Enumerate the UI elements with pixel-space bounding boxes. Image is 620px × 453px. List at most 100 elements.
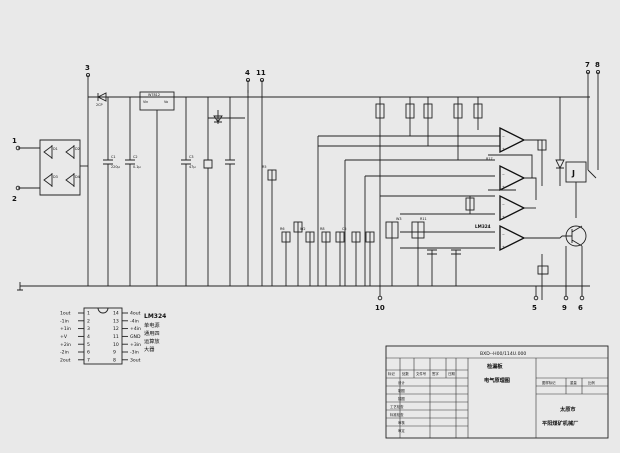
svg-text:+: + — [502, 185, 505, 189]
svg-text:R17: R17 — [486, 157, 493, 161]
opamp-label: LM324 — [475, 224, 491, 229]
header-sign: 签字 — [432, 371, 439, 376]
svg-text:C3: C3 — [189, 155, 194, 159]
ic-left-pin-label: +2in — [60, 342, 71, 348]
ic-left-pin-number: 5 — [87, 342, 90, 348]
terminal-9-label: 9 — [562, 304, 567, 312]
ic-right-pin-label: -4in — [130, 318, 139, 324]
svg-text:W3: W3 — [396, 217, 402, 221]
title-line-1: 检漏板 — [487, 362, 503, 370]
role-trace: 描图 — [398, 396, 405, 401]
svg-text:D2: D2 — [75, 147, 80, 151]
header-date: 日期 — [448, 371, 455, 376]
svg-text:C5: C5 — [342, 227, 347, 231]
header-scale: 比例 — [588, 380, 595, 385]
ic-right-pin-label: -3in — [130, 350, 139, 356]
svg-text:47μ: 47μ — [189, 165, 196, 169]
company-line-2: 平阳煤矿机械厂 — [542, 419, 578, 427]
role-review: 审核 — [398, 420, 405, 425]
ic-right-pin-number: 8 — [113, 357, 116, 363]
relay: J — [565, 161, 597, 218]
drawing-number: BXD--H00/114U.000 — [480, 351, 526, 357]
ic-right-pin-number: 14 — [113, 311, 119, 317]
svg-text:D3: D3 — [53, 175, 58, 179]
ic-desc-line-3: 运算放 — [144, 337, 160, 345]
bridge-rectifier: D1 D2 D3 D4 — [39, 139, 88, 196]
ic-right-pin-label: +4in — [130, 326, 141, 332]
svg-text:0.1μ: 0.1μ — [133, 165, 141, 169]
ic-name: LM324 — [144, 313, 166, 320]
header-mark: 标记 — [388, 371, 395, 376]
ic-left-pin-label: -2in — [60, 350, 69, 356]
terminal-4-label: 4 — [245, 69, 250, 77]
svg-text:C1: C1 — [111, 155, 116, 159]
svg-text:D1: D1 — [53, 147, 58, 151]
ic-right-pin-number: 12 — [113, 326, 119, 332]
ic-left-pin-number: 7 — [87, 357, 90, 363]
header-weight: 重量 — [570, 380, 577, 385]
terminal-3-label: 3 — [85, 64, 90, 72]
svg-text:2CP: 2CP — [96, 103, 103, 107]
svg-text:W2: W2 — [300, 227, 306, 231]
resistor-network: R5 R6 W2 R8 C5 W3 R11 — [262, 165, 461, 286]
svg-text:Vo: Vo — [164, 100, 168, 104]
output-transistor — [559, 225, 587, 296]
header-count: 处数 — [402, 371, 409, 376]
ic-desc-line-1: 单电源 — [144, 321, 160, 329]
ic-right-pin-number: 10 — [113, 342, 119, 348]
ic-left-pin-label: +1in — [60, 326, 71, 332]
terminal-5-label: 5 — [532, 304, 537, 312]
svg-text:+: + — [502, 245, 505, 249]
ic-left-pin-number: 2 — [87, 318, 90, 324]
svg-text:R6: R6 — [280, 227, 285, 231]
ic-left-pin-number: 4 — [87, 334, 90, 340]
role-process: 工艺检查 — [390, 404, 404, 409]
role-standard: 标准检查 — [390, 412, 404, 417]
ic-left-pin-number: 6 — [87, 350, 90, 356]
terminal-2-label: 2 — [12, 195, 17, 203]
ic-left-pin-number: 3 — [87, 326, 90, 332]
voltage-regulator: W7812 Vin Vo — [139, 91, 175, 286]
terminal-11-label: 11 — [256, 69, 266, 77]
svg-text:C2: C2 — [133, 155, 138, 159]
ic-desc-line-2: 通用四 — [144, 329, 160, 337]
ic-left-pin-label: +V — [60, 334, 68, 340]
header-doc: 文件号 — [416, 371, 427, 376]
svg-text:D4: D4 — [75, 175, 80, 179]
ic-right-pin-number: 9 — [113, 350, 116, 356]
role-approve: 审定 — [398, 428, 405, 433]
role-draw: 制图 — [398, 388, 405, 393]
title-line-2: 电气原理图 — [484, 376, 510, 384]
svg-text:R5: R5 — [262, 165, 267, 169]
svg-text:Vin: Vin — [143, 100, 148, 104]
svg-text:+: + — [502, 147, 505, 151]
ic-right-pin-label: 3out — [130, 357, 141, 363]
svg-text:R11: R11 — [420, 217, 427, 221]
ic-left-pin-number: 1 — [87, 311, 90, 317]
ic-left-pin-label: 1out — [60, 311, 71, 317]
title-block: BXD--H00/114U.000 检漏板 电气原理图 标记 处数 文件号 签字… — [385, 345, 609, 439]
main-circuit: D1 D2 D3 D4 2CP W7812 Vin Vo C1 220μ C2 0.… — [12, 61, 601, 312]
header-pattern-mark: 图样标记 — [542, 380, 556, 385]
ic-right-pin-label: +3in — [130, 342, 141, 348]
ic-right-pin-label: 4out — [130, 311, 141, 317]
ic-right-pin-number: 11 — [113, 334, 119, 340]
terminal-1-label: 1 — [12, 137, 17, 145]
svg-text:220μ: 220μ — [111, 165, 120, 169]
ic-right-pin-number: 13 — [113, 318, 119, 324]
company-line-1: 太原市 — [560, 405, 576, 413]
svg-text:−: − — [502, 233, 505, 237]
ic-left-pin-label: 2out — [60, 357, 71, 363]
terminal-10-label: 10 — [375, 304, 385, 312]
svg-text:R8: R8 — [320, 227, 325, 231]
relay-label: J — [571, 169, 575, 178]
svg-text:−: − — [502, 203, 505, 207]
terminal-8-label: 8 — [595, 61, 600, 69]
ic-desc-line-4: 大器 — [144, 345, 155, 353]
svg-text:−: − — [502, 173, 505, 177]
svg-text:W7812: W7812 — [148, 93, 160, 97]
role-design: 设计 — [398, 380, 405, 385]
